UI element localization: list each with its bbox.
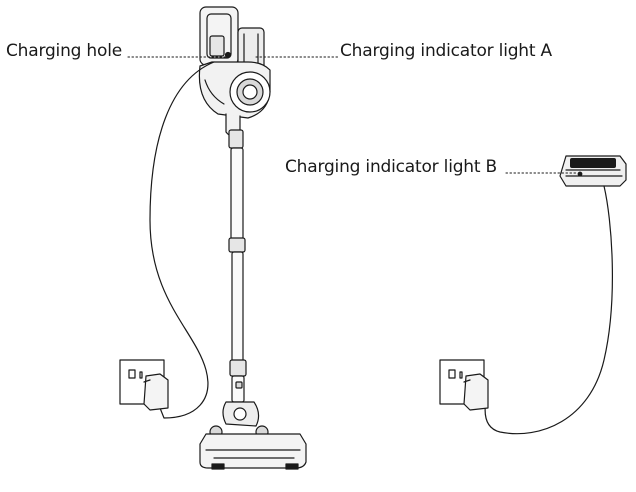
charging-hole [224, 51, 232, 59]
charging-cable-right [484, 185, 613, 435]
vacuum-handle [199, 6, 239, 66]
label-charging-indicator-b: Charging indicator light B [285, 157, 498, 177]
vacuum-motor-body [198, 61, 271, 119]
vacuum-wand [228, 147, 247, 403]
charging-adapter-left [143, 373, 169, 411]
charging-cable-left [149, 61, 215, 419]
label-charging-hole: Charging hole [6, 41, 122, 61]
battery-pack [559, 155, 627, 187]
vacuum-cleaner [149, 6, 307, 470]
charging-indicator-b-light [577, 171, 583, 177]
vacuum-floor-head [199, 401, 307, 470]
label-charging-indicator-a: Charging indicator light A [340, 41, 552, 61]
charging-adapter-right [463, 373, 489, 411]
